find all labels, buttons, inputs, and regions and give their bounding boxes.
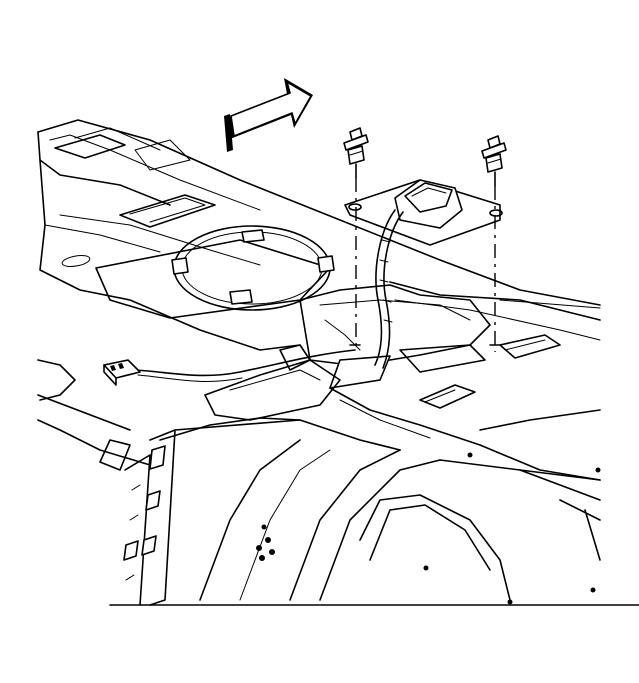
roof-panel [37, 119, 601, 431]
roof-side-rail [37, 359, 639, 606]
forward-arrow-icon [224, 78, 313, 152]
push-pin-left [343, 127, 369, 352]
antenna-cable [374, 209, 404, 369]
connector-icon [103, 359, 141, 386]
antenna-harness [134, 349, 356, 382]
antenna-puck-icon [394, 179, 463, 229]
speaker-opening [95, 225, 335, 319]
push-pin-right [481, 135, 507, 352]
